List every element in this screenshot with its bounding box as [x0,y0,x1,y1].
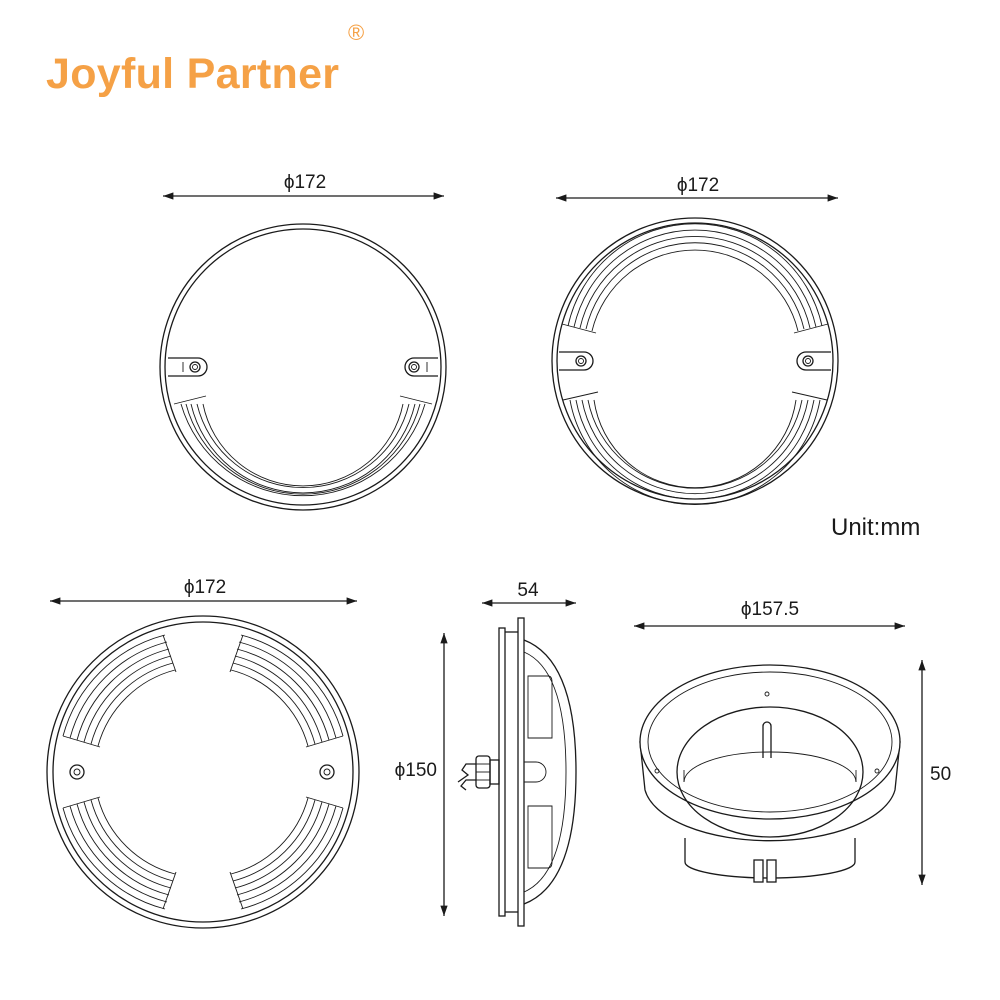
lower-recess [527,805,553,869]
flange-top-outer [639,664,901,820]
lamp-top-view-two-bands: ϕ172 [551,175,839,505]
outer-rim-circle [46,615,360,929]
dimension-label-depth: 54 [517,580,539,601]
outer-rim-circle [551,217,839,505]
mounting-screw-right [319,764,335,780]
inner-rim-circle [556,222,834,500]
screw-hole-right [874,768,880,774]
flange-top-inner [647,671,893,813]
sleeve-inner-wall [683,751,857,783]
dome-body-outline [523,639,577,905]
unit-label: Unit:mm [831,514,921,541]
dimension-label-top-left: ϕ172 [284,172,326,193]
groove-quadrant-lower-left [62,796,177,910]
sleeve-foot-left [753,859,764,883]
brand-logo-text: Joyful Partner [46,50,340,98]
lamp-top-view-two-tabs: ϕ172 [159,172,447,511]
lamp-side-profile-view: 54 ϕ150 [395,580,577,927]
inner-rim-circle [164,228,442,506]
dimension-label-height: ϕ150 [395,760,437,781]
mounting-lug-left [559,351,594,371]
screw-hole-top [764,691,770,697]
registered-mark: ® [348,20,365,45]
mounting-lug-right [796,351,831,371]
cable-break-upper [457,763,476,783]
groove-quadrant-lower-right [229,796,344,910]
inner-rim-circle [52,621,354,923]
mounting-lug-right [404,357,438,377]
mounting-screw-left [69,764,85,780]
dome-body-inner [523,651,567,893]
lower-groove-band [562,391,828,505]
dimension-label-top-right: ϕ172 [677,175,719,196]
sleeve-inner-opening [676,706,864,838]
groove-quadrant-upper-left [62,634,177,748]
rear-flange [517,617,525,927]
outer-rim-circle [159,223,447,511]
dimension-label-sleeve-diameter: ϕ157.5 [741,599,799,620]
lamp-top-view-four-quadrants: ϕ172 [46,577,360,929]
screw-hole-left [654,768,660,774]
dimension-label-bottom-left: ϕ172 [184,577,226,598]
cable-slot-tab [762,721,772,758]
upper-recess [527,675,553,739]
mounting-sleeve-view: ϕ157.5 50 [634,599,951,885]
mounting-lug-left [168,357,208,377]
center-boss [524,761,547,783]
dimension-label-sleeve-height: 50 [930,764,951,785]
groove-quadrant-upper-right [229,634,344,748]
sleeve-foot-right [766,859,777,883]
cable-break-lower [460,779,476,791]
front-flange [498,627,506,917]
cable-gland [475,755,500,789]
lower-groove-band [173,395,433,497]
upper-groove-band [561,223,829,334]
